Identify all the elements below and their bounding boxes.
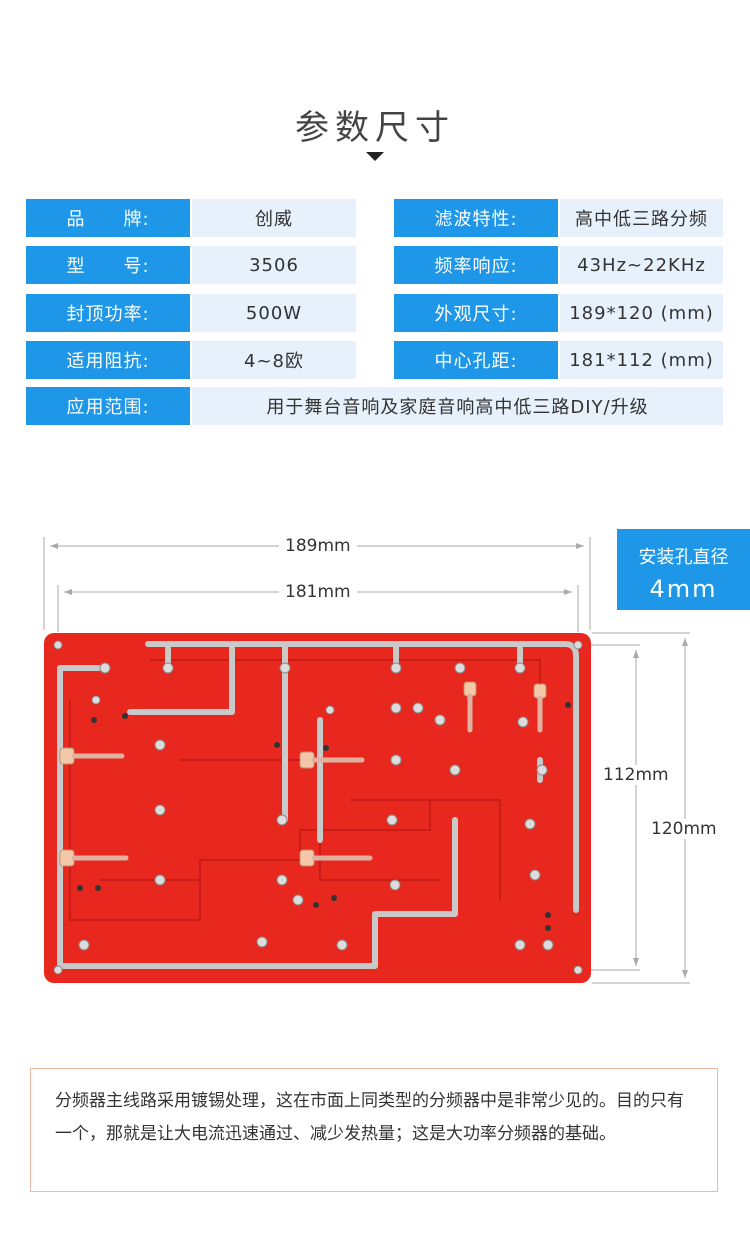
- size-label: 外观尺寸:: [394, 294, 558, 332]
- usage-label: 应用范围:: [26, 387, 190, 425]
- description-note: 分频器主线路采用镀锡处理，这在市面上同类型的分频器中是非常少见的。目的只有一个，…: [30, 1068, 718, 1192]
- impedance-value: 4~8欧: [192, 341, 356, 379]
- brand-value: 创威: [192, 199, 356, 237]
- dim-outer-width: 189mm: [279, 536, 357, 556]
- power-label: 封顶功率:: [26, 294, 190, 332]
- section-title: 参数尺寸: [295, 108, 455, 148]
- filter-value: 高中低三路分频: [560, 199, 723, 237]
- dim-outer-height: 120mm: [645, 819, 723, 839]
- hole-spacing-value: 181*112 (mm): [560, 341, 723, 379]
- freq-label: 频率响应:: [394, 246, 558, 284]
- mount-hole-title: 安装孔直径: [638, 547, 729, 568]
- model-label: 型 号:: [26, 246, 190, 284]
- usage-value: 用于舞台音响及家庭音响高中低三路DIY/升级: [192, 387, 723, 425]
- mount-hole-size: 4mm: [649, 575, 718, 603]
- model-value: 3506: [192, 246, 356, 284]
- mount-hole-badge: 安装孔直径 4mm: [617, 529, 750, 610]
- pcb-diagram: [43, 537, 690, 984]
- dim-inner-height: 112mm: [597, 765, 675, 785]
- freq-value: 43Hz~22KHz: [560, 246, 723, 284]
- hole-spacing-label: 中心孔距:: [394, 341, 558, 379]
- impedance-label: 适用阻抗:: [26, 341, 190, 379]
- power-value: 500W: [192, 294, 356, 332]
- down-arrow-icon: [366, 152, 384, 161]
- filter-label: 滤波特性:: [394, 199, 558, 237]
- size-value: 189*120 (mm): [560, 294, 723, 332]
- brand-label: 品 牌:: [26, 199, 190, 237]
- dim-inner-width: 181mm: [279, 582, 357, 602]
